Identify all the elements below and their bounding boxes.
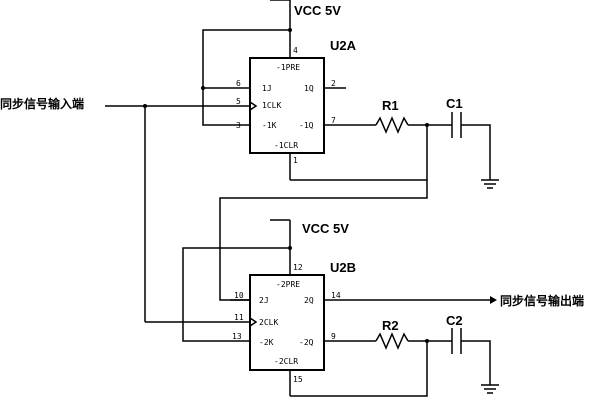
u2a-pin-q-number: 2 xyxy=(331,79,336,88)
input-label: 同步信号输入端 xyxy=(0,96,84,111)
u2b-pin-k-number: 13 xyxy=(232,332,242,341)
u2b-label: U2B xyxy=(330,260,356,275)
u2b-qn-label: -2Q xyxy=(299,338,314,347)
r2-label: R2 xyxy=(382,318,399,333)
u2b-pin-j-number: 10 xyxy=(234,291,244,300)
u2b-clr-label: -2CLR xyxy=(274,357,298,366)
u2b-pin-clr-number: 15 xyxy=(293,375,303,384)
u2b-j-label: 2J xyxy=(259,296,269,305)
c2-label: C2 xyxy=(446,313,463,328)
u2a-pin-clk-number: 5 xyxy=(236,97,241,106)
u2a-pre-label: -1PRE xyxy=(276,63,300,72)
u2a-pin-clr-number: 1 xyxy=(293,156,298,165)
c1-label: C1 xyxy=(446,96,463,111)
u2a-j-label: 1J xyxy=(262,84,272,93)
u2a-clr-label: -1CLR xyxy=(274,141,298,150)
u2b-clk-label: 2CLK xyxy=(259,318,278,327)
u2a-pin-pre-number: 4 xyxy=(293,46,298,55)
u2a-chip xyxy=(249,57,325,154)
u2a-qn-label: -1Q xyxy=(299,121,314,130)
u2a-clk-label: 1CLK xyxy=(262,101,281,110)
r1-label: R1 xyxy=(382,98,399,113)
u2b-k-label: -2K xyxy=(259,338,274,347)
u2a-pin-k-number: 3 xyxy=(236,121,241,130)
u2b-pin-qn-number: 9 xyxy=(331,332,336,341)
u2b-pin-pre-number: 12 xyxy=(293,263,303,272)
u2b-pin-q-number: 14 xyxy=(331,291,341,300)
u2a-label: U2A xyxy=(330,38,357,53)
output-label: 同步信号输出端 xyxy=(500,293,584,308)
u2b-pre-label: -2PRE xyxy=(276,280,300,289)
vcc-top-label: VCC 5V xyxy=(294,3,341,18)
vcc-bottom-label: VCC 5V xyxy=(302,221,349,236)
u2a-q-label: 1Q xyxy=(304,84,314,93)
u2a-pin-j-number: 6 xyxy=(236,79,241,88)
u2a-k-label: -1K xyxy=(262,121,277,130)
u2b-pin-clk-number: 11 xyxy=(234,313,244,322)
u2b-q-label: 2Q xyxy=(304,296,314,305)
u2a-pin-qn-number: 7 xyxy=(331,116,336,125)
